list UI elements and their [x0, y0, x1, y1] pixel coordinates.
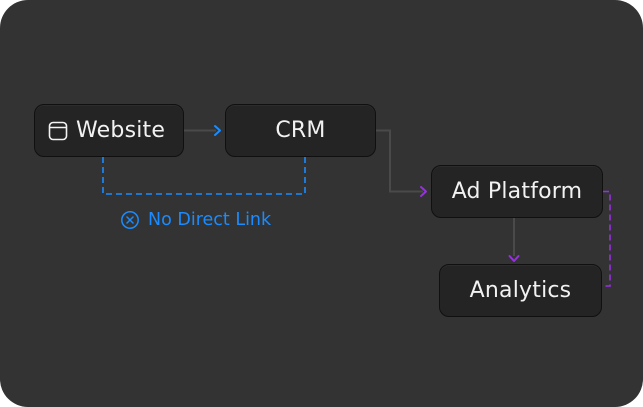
ad-platform-node[interactable]: Ad Platform [431, 165, 603, 218]
connector-crm-ad-platform [376, 129, 423, 193]
crm-node-label: CRM [275, 118, 326, 143]
no-direct-link-label: No Direct Link [148, 210, 272, 230]
ad-platform-node-label: Ad Platform [451, 179, 583, 204]
analytics-node-label: Analytics [469, 278, 572, 303]
website-node-label: Website [76, 118, 166, 143]
analytics-node[interactable]: Analytics [439, 264, 602, 317]
circle-x-icon [120, 210, 140, 230]
arrowhead-website-crm [214, 125, 221, 136]
arrowhead-ad-platform-analytics [508, 255, 520, 262]
arrowhead-crm-ad-platform [420, 186, 427, 197]
browser-window-icon [48, 121, 68, 141]
crm-node[interactable]: CRM [225, 104, 376, 157]
website-node[interactable]: Website [34, 104, 184, 157]
no-direct-link-annotation: No Direct Link [120, 208, 271, 232]
dashed-connector-ad-platform-analytics [603, 190, 611, 287]
dashed-connector-no-direct-link [102, 157, 306, 195]
